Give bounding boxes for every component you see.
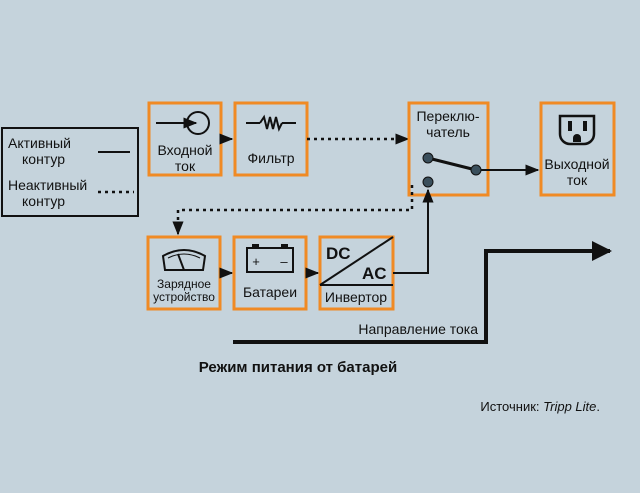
batteries-label: Батареи	[243, 284, 297, 300]
switch-block: Переклю- чатель	[407, 101, 490, 197]
inverter-diagonal	[319, 236, 394, 286]
output-current-block: Выходной ток	[539, 101, 616, 197]
legend: Активный контур Неактивный контур	[1, 127, 139, 217]
current-direction-indicator: Направление тока	[233, 241, 612, 344]
circle-arrow-icon	[156, 111, 210, 135]
charger-label-1: Зарядное	[157, 277, 211, 291]
current-direction-label: Направление тока	[358, 321, 478, 337]
input-current-label-1: Входной	[157, 142, 212, 158]
source-prefix: Источник:	[480, 399, 543, 414]
filter-frame	[233, 101, 309, 177]
inverter-block: DC AC Инвертор	[318, 235, 395, 311]
current-direction-arrow	[233, 241, 612, 344]
inverter-dc-label: DC	[326, 244, 351, 263]
outlet-icon	[558, 114, 596, 146]
output-current-label-2: ток	[567, 172, 588, 188]
input-current-frame	[147, 101, 223, 177]
input-current-block: Входной ток	[147, 101, 223, 177]
filter-block: Фильтр	[233, 101, 309, 177]
battery-plus-sign: +	[252, 254, 260, 269]
battery-icon: + –	[246, 244, 294, 273]
meter-icon	[161, 249, 207, 271]
switch-frame	[407, 101, 490, 197]
diagram-caption: Режим питания от батарей	[199, 359, 397, 376]
batteries-block: + – Батареи	[232, 235, 308, 311]
output-current-frame	[539, 101, 616, 197]
charger-label-2: устройство	[153, 290, 215, 304]
input-current-label-2: ток	[175, 158, 196, 174]
dotted-switch-to-charger	[176, 185, 414, 228]
switch-icon	[422, 152, 482, 188]
coil-icon	[246, 114, 296, 132]
arrow-inverter-to-switch	[393, 188, 434, 274]
filter-label: Фильтр	[247, 150, 294, 166]
legend-active-label-2: контур	[22, 151, 65, 167]
legend-inactive-label-2: контур	[22, 193, 65, 209]
source-credit: Источник: Tripp Lite.	[480, 399, 600, 414]
charger-block: Зарядное устройство	[146, 235, 222, 311]
inverter-label: Инвертор	[325, 289, 387, 305]
switch-label-2: чатель	[426, 124, 470, 140]
inverter-frame	[318, 235, 395, 311]
source-suffix: .	[596, 399, 600, 414]
source-name: Tripp Lite	[543, 399, 596, 414]
legend-inactive-label-1: Неактивный	[8, 177, 87, 193]
inverter-ac-label: AC	[362, 264, 387, 283]
output-current-label-1: Выходной	[544, 156, 609, 172]
legend-active-label-1: Активный	[8, 135, 71, 151]
battery-minus-sign: –	[280, 254, 288, 269]
switch-label-1: Переклю-	[416, 108, 479, 124]
legend-frame	[1, 127, 139, 217]
